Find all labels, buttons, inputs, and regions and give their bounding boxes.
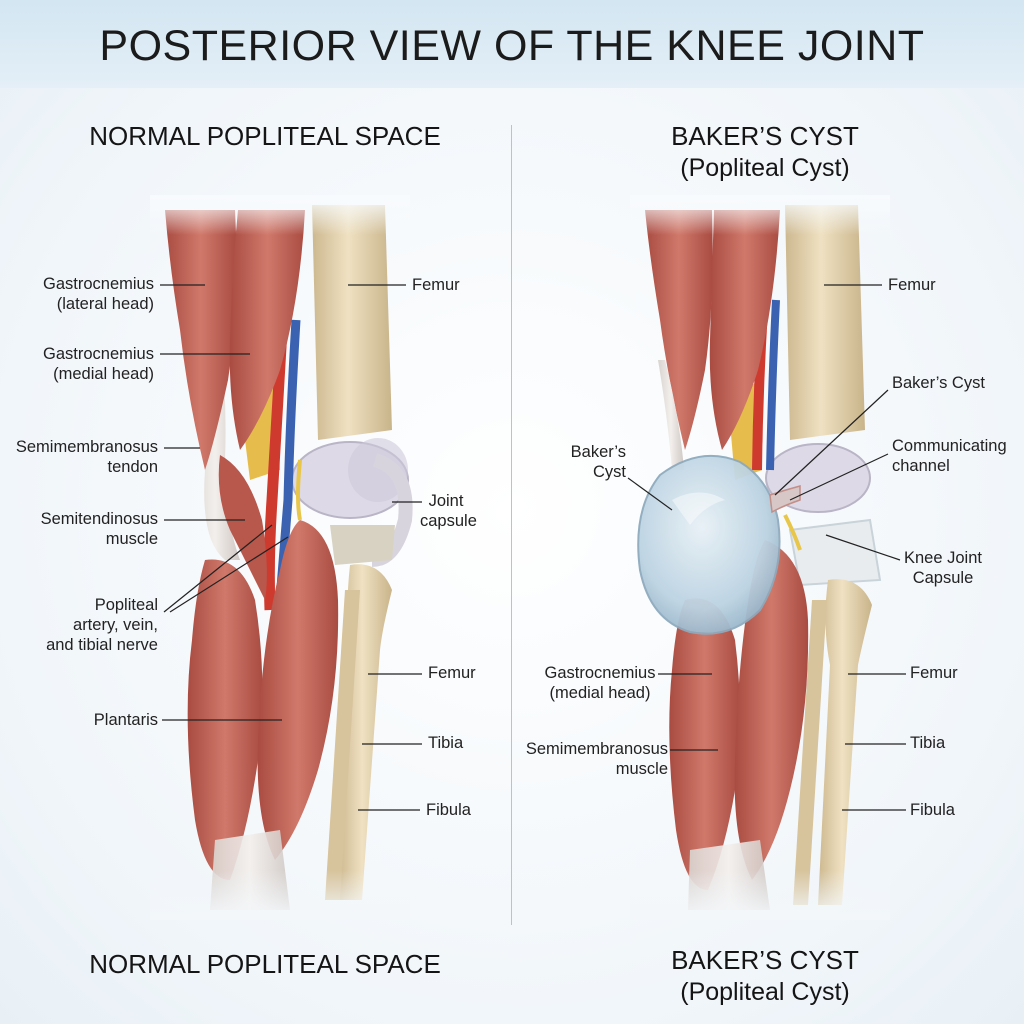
label-tibia-left: Tibia	[428, 734, 464, 752]
label-joint-capsule: Joint capsule	[420, 492, 477, 530]
left-panel-footer: NORMAL POPLITEAL SPACE	[89, 949, 441, 979]
label-semimembranosus-muscle: Semimembranosus muscle	[525, 740, 668, 778]
label-femur-right-top: Femur	[888, 276, 936, 294]
right-fibula	[793, 600, 827, 905]
right-gastrocnemius-upper-head	[709, 210, 780, 450]
label-plantaris: Plantaris	[93, 711, 158, 729]
label-fibula-right: Fibula	[910, 801, 955, 819]
right-knee-illustration	[630, 195, 890, 920]
title-band	[0, 0, 1024, 88]
label-gastrocnemius-medial-right: Gastrocnemius (medial head)	[544, 664, 656, 702]
right-gastrocnemius-medial-head	[669, 598, 740, 890]
label-communicating-channel: Communicating channel	[892, 437, 1007, 475]
right-tibia	[818, 579, 872, 905]
label-tibia-right: Tibia	[910, 734, 946, 752]
label-femur-right-lower: Femur	[910, 664, 958, 682]
right-gastrocnemius-lateral-head	[645, 210, 713, 450]
label-knee-joint-capsule: Knee Joint Capsule	[904, 549, 982, 587]
right-semimembranosus-muscle	[734, 540, 809, 880]
page-title: POSTERIOR VIEW OF THE KNEE JOINT	[99, 22, 925, 70]
left-plantaris	[257, 520, 339, 860]
left-fibula	[325, 590, 360, 900]
right-panel-footer: BAKER’S CYST	[671, 945, 859, 975]
right-tibial-nerve	[783, 514, 802, 551]
label-bakers-cyst-right: Baker’s Cyst	[892, 374, 985, 392]
left-gastrocnemius-medial-head	[229, 210, 305, 450]
label-semitendinosus-muscle: Semitendinosus muscle	[40, 510, 158, 548]
label-fibula-left: Fibula	[426, 801, 471, 819]
right-femur-shaft	[785, 205, 865, 440]
left-femur-shaft	[312, 205, 392, 440]
right-popliteal-vein	[766, 299, 780, 471]
label-bakers-cyst-left: Baker’s Cyst	[570, 443, 626, 481]
left-panel-heading: NORMAL POPLITEAL SPACE	[89, 121, 441, 151]
label-gastrocnemius-lateral: Gastrocnemius (lateral head)	[43, 275, 154, 313]
label-femur-left-top: Femur	[412, 276, 460, 294]
bakers-cyst	[637, 454, 781, 635]
panel-divider	[511, 125, 512, 925]
right-knee-joint-capsule	[788, 518, 882, 587]
left-popliteal-artery	[263, 329, 288, 611]
label-femur-left-lower: Femur	[428, 664, 476, 682]
left-tibial-nerve	[296, 459, 302, 521]
communicating-channel	[769, 485, 801, 514]
right-panel-heading: BAKER’S CYST	[671, 121, 859, 151]
left-tibial-plateau	[330, 525, 395, 565]
left-gastrocnemius-lateral-head	[165, 210, 237, 470]
label-semimembranosus-tendon: Semimembranosus tendon	[15, 438, 158, 476]
left-knee-illustration	[150, 195, 413, 920]
label-gastrocnemius-medial: Gastrocnemius (medial head)	[43, 345, 154, 383]
right-panel-footer-sub: (Popliteal Cyst)	[680, 978, 850, 1006]
right-panel-subheading: (Popliteal Cyst)	[680, 154, 850, 182]
leader-lines	[160, 284, 906, 811]
label-popliteal-vessels-nerve: Popliteal artery, vein, and tibial nerve	[46, 596, 158, 654]
left-semitendinosus-muscle	[218, 455, 267, 600]
